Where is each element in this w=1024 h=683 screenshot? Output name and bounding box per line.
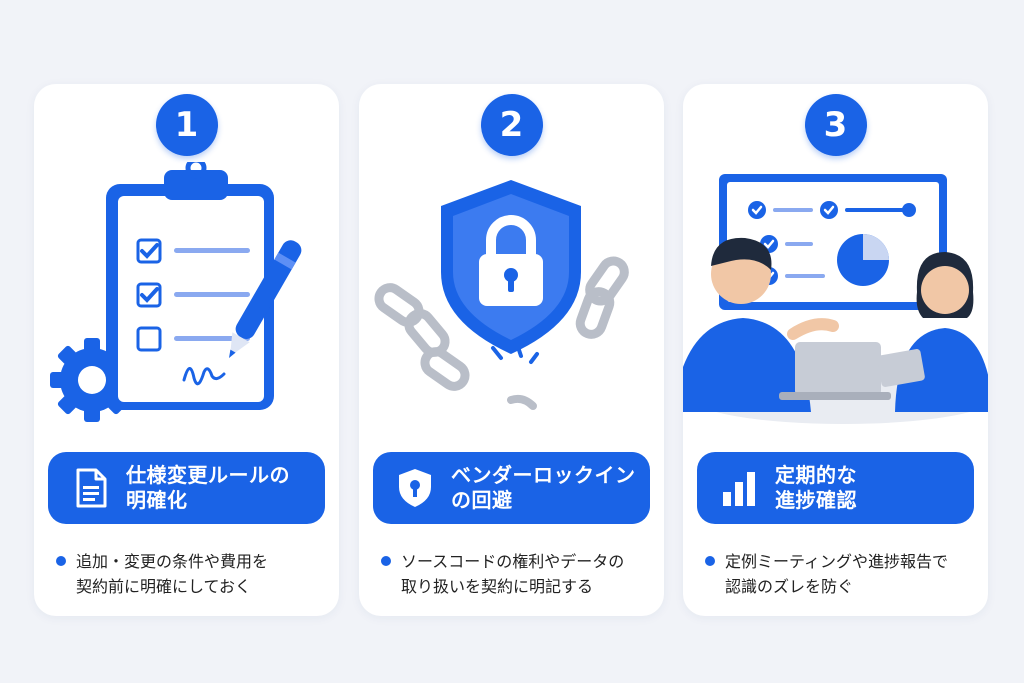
- card-progress-check: 3: [683, 84, 988, 616]
- step-number-badge: 2: [480, 94, 543, 156]
- person-man: [683, 237, 839, 412]
- card-title-line1: 仕様変更ルールの: [126, 463, 290, 487]
- clipboard-checklist-illustration: [50, 162, 302, 422]
- shield-lock-icon: [399, 469, 431, 507]
- card-description: ソースコードの権利やデータの 取り扱いを契約に明記する: [379, 549, 654, 599]
- description-line1: 定例ミーティングや進捗報告で: [725, 552, 949, 571]
- card-title-line2: の回避: [451, 488, 513, 512]
- card-vendor-lockin: 2 ベンダ: [359, 84, 664, 616]
- title-banner: 仕様変更ルールの 明確化: [48, 452, 325, 524]
- card-title-line1: ベンダーロックイン: [451, 463, 636, 487]
- card-description: 追加・変更の条件や費用を 契約前に明確にしておく: [54, 549, 329, 599]
- meeting-illustration: [683, 174, 988, 424]
- bar-chart-icon: [723, 472, 755, 506]
- title-banner: ベンダーロックイン の回避: [373, 452, 650, 524]
- shield-padlock-illustration: [374, 180, 629, 410]
- bullet-dot: [381, 556, 391, 566]
- card-title-line2: 明確化: [126, 488, 188, 512]
- document-icon: [76, 468, 107, 508]
- bullet-dot: [705, 556, 715, 566]
- person-woman: [877, 252, 988, 412]
- description-line1: 追加・変更の条件や費用を: [76, 552, 269, 571]
- bullet-dot: [56, 556, 66, 566]
- card-title-line2: 進捗確認: [775, 488, 857, 512]
- card-title: 仕様変更ルールの 明確化: [126, 463, 316, 513]
- description-line2: 認識のズレを防ぐ: [725, 577, 854, 596]
- padlock-icon: [479, 215, 543, 306]
- card-title-line1: 定期的な: [775, 463, 857, 487]
- card-title: 定期的な 進捗確認: [775, 463, 965, 513]
- step-number-badge: 1: [155, 94, 218, 156]
- title-banner: 定期的な 進捗確認: [697, 452, 974, 524]
- description-line1: ソースコードの権利やデータの: [401, 552, 625, 571]
- description-line2: 契約前に明確にしておく: [76, 577, 252, 596]
- pen-icon: [229, 240, 302, 359]
- card-description: 定例ミーティングや進捗報告で 認識のズレを防ぐ: [703, 549, 978, 599]
- card-title: ベンダーロックイン の回避: [451, 463, 641, 513]
- step-number-badge: 3: [804, 94, 867, 156]
- description-line2: 取り扱いを契約に明記する: [401, 577, 594, 596]
- card-spec-change-rules: 1: [34, 84, 339, 616]
